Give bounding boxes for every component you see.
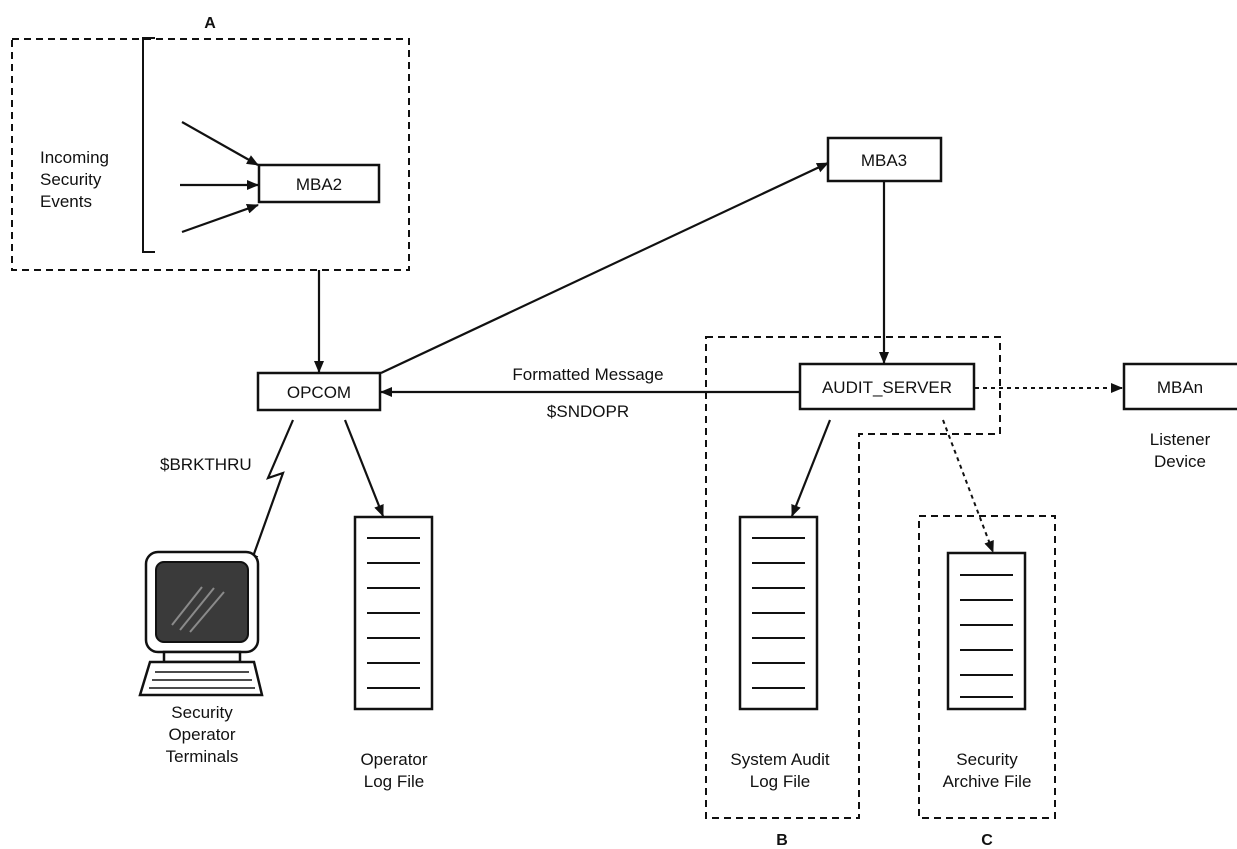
region-a-boundary: [11, 38, 410, 271]
region-c-label: C: [981, 832, 993, 849]
mba3-label: MBA3: [861, 151, 907, 170]
terminal-icon: [138, 550, 264, 697]
security-archive-file-icon: [946, 551, 1027, 711]
archive-caption-line-2: Archive File: [943, 772, 1032, 791]
archive-caption-line-1: Security: [956, 750, 1018, 769]
listener-device-label-line-1: Listener: [1150, 430, 1211, 449]
incoming-arrow-3: [181, 203, 259, 234]
opcom-node: OPCOM: [256, 371, 382, 412]
mba3-node: MBA3: [826, 136, 943, 183]
region-b-label: B: [776, 832, 788, 849]
listener-device-label-line-2: Device: [1154, 452, 1206, 471]
audit-log-caption-line-1: System Audit: [730, 750, 829, 769]
audit-log-caption-line-2: Log File: [750, 772, 810, 791]
mban-node: MBAn: [1122, 362, 1237, 411]
system-audit-log-file-icon: [738, 515, 819, 711]
operator-log-file-icon: [353, 515, 434, 711]
arrow-audit-server-to-audit-log: [790, 419, 832, 517]
operator-log-caption-line-2: Log File: [364, 772, 424, 791]
sndopr-label: $SNDOPR: [547, 402, 629, 421]
region-c-boundary: [918, 515, 1056, 819]
arrow-opcom-to-operator-log: [343, 419, 385, 517]
brkthru-label: $BRKTHRU: [160, 455, 252, 474]
arrow-audit-server-to-archive: [942, 419, 994, 553]
incoming-events-label-line-1: Incoming: [40, 148, 109, 167]
formatted-message-label: Formatted Message: [512, 365, 663, 384]
opcom-label: OPCOM: [287, 383, 351, 402]
terminals-caption-line-1: Security: [171, 703, 233, 722]
incoming-arrow-1: [181, 121, 259, 166]
arrow-opcom-to-mba3: [380, 162, 829, 374]
terminals-caption-line-2: Operator: [168, 725, 235, 744]
incoming-events-label-line-3: Events: [40, 192, 92, 211]
mba2-node: MBA2: [257, 163, 381, 204]
region-b-boundary: [705, 336, 1001, 819]
incoming-events-label-line-2: Security: [40, 170, 102, 189]
terminals-caption-line-3: Terminals: [166, 747, 239, 766]
region-a-label: A: [204, 15, 216, 32]
mban-label: MBAn: [1157, 378, 1203, 397]
arrow-opcom-to-terminals: [248, 419, 295, 566]
audit-server-node: AUDIT_SERVER: [798, 362, 976, 411]
mba2-label: MBA2: [296, 175, 342, 194]
operator-log-caption-line-1: Operator: [360, 750, 427, 769]
incoming-events-bracket: [142, 37, 155, 253]
audit-server-label: AUDIT_SERVER: [822, 378, 952, 397]
